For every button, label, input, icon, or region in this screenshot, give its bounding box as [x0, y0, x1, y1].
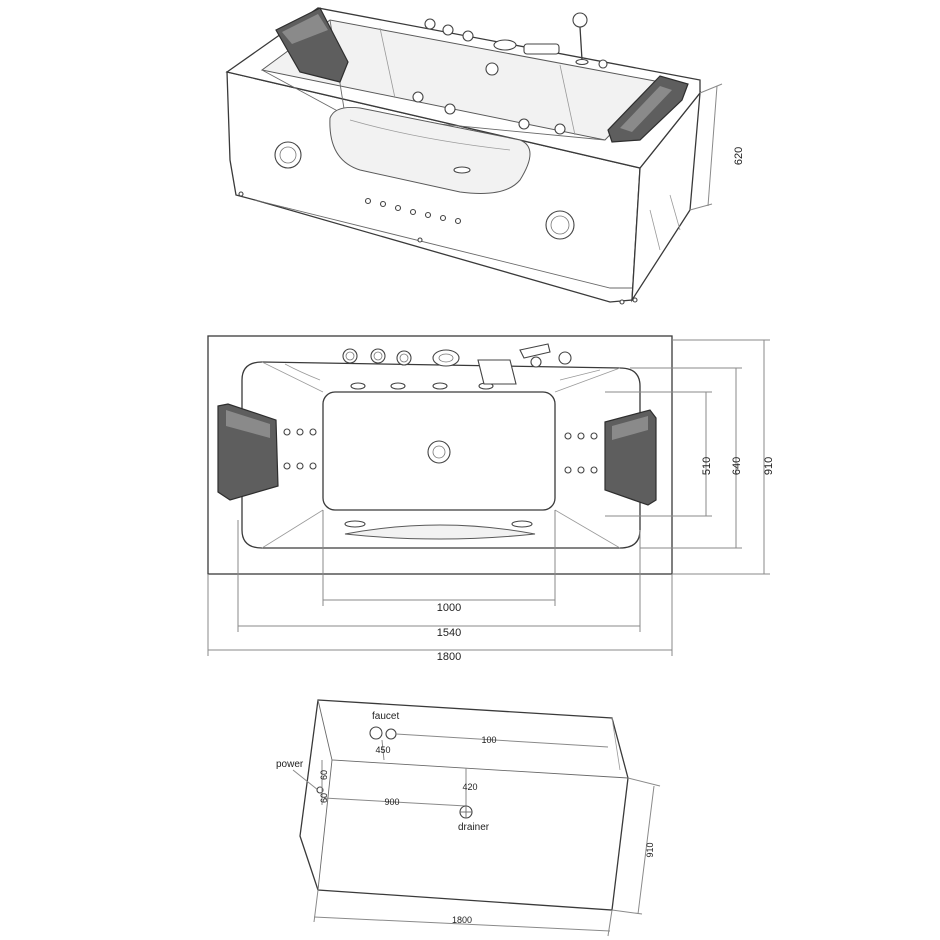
front-window-drain: [453, 166, 471, 174]
height-label: 620: [733, 147, 745, 165]
front-window-panel: [329, 107, 531, 194]
install-length-label: 1800: [452, 915, 472, 925]
install-view: faucet 100 450 power 60 60 900 420 drain…: [276, 699, 661, 937]
drainer-label: drainer: [458, 822, 490, 833]
power-top-label: 60: [319, 770, 329, 780]
top-width-dimensions: 1000 1540 1800: [207, 510, 673, 663]
faucet-spacing-label: 100: [481, 735, 496, 745]
inner-massage-jets: [412, 62, 566, 135]
top-left-body-jets: [283, 428, 317, 470]
total-width-label: 1800: [437, 651, 461, 663]
hand-shower-icon: [572, 12, 589, 66]
install-depth-label: 910: [645, 842, 655, 857]
apron-light-left: [274, 141, 302, 169]
top-right-body-jets: [564, 432, 598, 474]
install-box-outline: [299, 699, 629, 911]
faucet-label: faucet: [372, 711, 399, 722]
top-view-drain: [427, 440, 451, 464]
top-depth-dimensions: 510 640 910: [605, 339, 775, 575]
faucet-hole-2: [385, 728, 397, 740]
top-view: 1000 1540 1800 510 640 910: [207, 335, 775, 663]
perspective-view: 620: [225, 7, 745, 305]
height-dimension: 620: [689, 83, 745, 211]
inner-depth-label: 510: [701, 457, 713, 475]
apron-light-right: [545, 210, 575, 240]
power-label: power: [276, 759, 304, 770]
inner-width-label: 1000: [437, 602, 461, 614]
top-front-window: [344, 524, 536, 540]
rim-width-label: 1540: [437, 627, 461, 639]
apron-air-jets: [364, 197, 462, 225]
drain-offset-label: 900: [384, 797, 399, 807]
faucet-hole-1: [369, 726, 383, 740]
rim-depth-label: 640: [731, 457, 743, 475]
total-depth-label: 910: [763, 457, 775, 475]
faucet-offset-label: 450: [375, 745, 390, 755]
control-knobs: [424, 18, 608, 69]
top-rim-controls: [342, 343, 572, 385]
drain-height-label: 420: [462, 782, 477, 792]
